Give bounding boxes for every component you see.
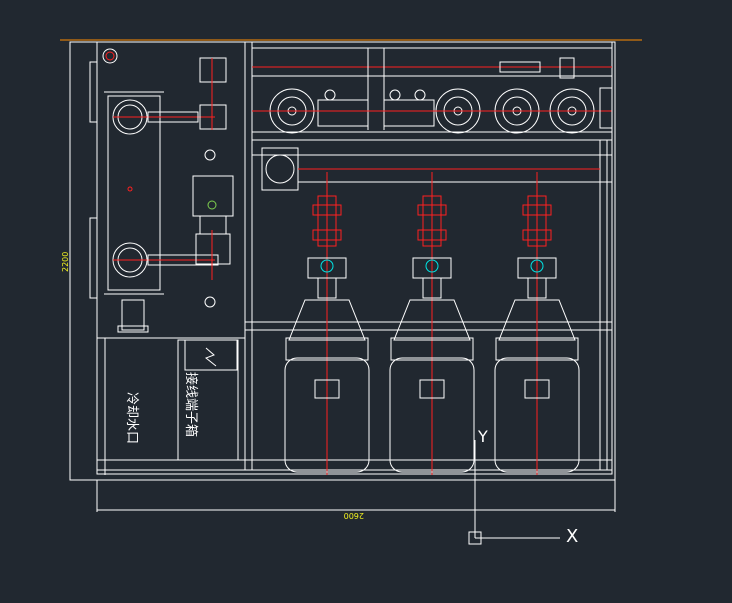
height-dimension: 2200: [61, 42, 71, 480]
height-dimension-text: 2200: [61, 252, 70, 272]
width-dimension: 2600: [96, 480, 616, 520]
ucs-icon: Y X: [468, 427, 578, 547]
manifold: [252, 147, 612, 191]
terminal-box-label: 接线端子箱: [183, 372, 199, 437]
heat-exchanger-panel: [89, 41, 246, 339]
terminal-box: [177, 339, 239, 461]
pump-set-1: [284, 172, 370, 475]
width-dimension-text: 2600: [344, 511, 364, 520]
cooling-water-label: 冷却水口: [124, 392, 139, 444]
skid-frame: [69, 41, 616, 481]
ucs-x-label: X: [566, 526, 578, 547]
pump-set-3: [494, 172, 580, 475]
round-units-row: [252, 87, 613, 141]
pump-set-2: [389, 172, 475, 475]
circulation-pump: [192, 57, 234, 308]
ucs-y-label: Y: [477, 427, 488, 446]
top-header-pipe: [252, 47, 612, 130]
